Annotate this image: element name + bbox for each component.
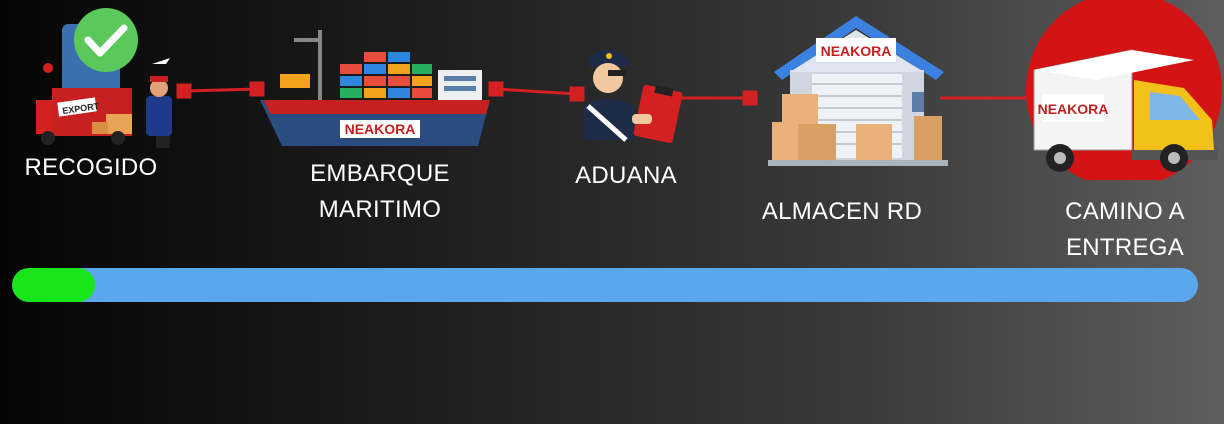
connector-node (742, 90, 758, 106)
step-connectors (176, 81, 1030, 106)
pickup-truck-icon: EXPORT (36, 8, 172, 148)
connector-node (249, 81, 265, 97)
step-label-recogido: RECOGIDO (24, 154, 158, 181)
customs-officer-icon (584, 50, 683, 144)
step-label-aduana: ADUANA (575, 162, 677, 189)
step-label-camino-a-entrega: CAMINO A ENTREGA (1065, 198, 1185, 261)
connector-node (569, 86, 585, 102)
progress-bar (12, 268, 1198, 302)
delivery-truck-icon: NEAKORA (1026, 0, 1222, 180)
svg-text:NEAKORA: NEAKORA (1038, 101, 1109, 117)
svg-text:NEAKORA: NEAKORA (821, 43, 892, 59)
connector-node (176, 83, 192, 99)
step-label-embarque-maritimo: EMBARQUE MARITIMO (310, 160, 450, 223)
svg-text:NEAKORA: NEAKORA (345, 121, 416, 137)
warehouse-icon: NEAKORA (768, 16, 948, 166)
connector-node (488, 81, 504, 97)
cargo-ship-icon: NEAKORA (260, 30, 490, 146)
check-badge (74, 8, 138, 72)
progress-fill (12, 268, 95, 302)
check-icon (84, 24, 128, 57)
step-label-almacen-rd: ALMACEN RD (761, 198, 923, 225)
